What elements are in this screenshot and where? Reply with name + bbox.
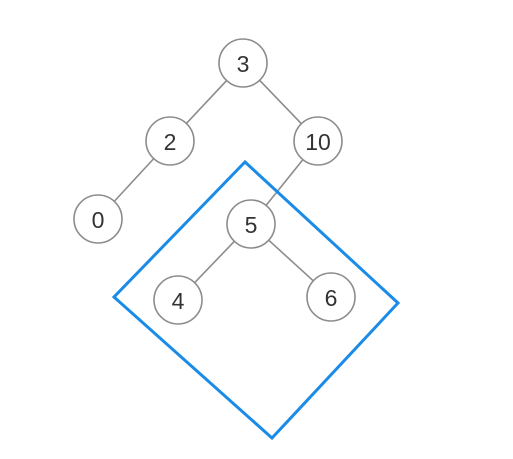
subtree-highlight-diamond — [111, 159, 401, 441]
tree-node-4: 4 — [153, 275, 203, 325]
tree-node-3: 3 — [218, 38, 268, 88]
tree-node-0: 0 — [73, 194, 123, 244]
edges-layer — [113, 79, 314, 284]
edge-10-5 — [265, 159, 304, 206]
node-circle — [306, 272, 356, 322]
edge-3-10 — [259, 79, 302, 125]
node-circle — [218, 38, 268, 88]
node-circle — [153, 275, 203, 325]
node-circle — [293, 116, 343, 166]
node-label: 2 — [164, 129, 177, 155]
node-label: 10 — [305, 129, 331, 155]
node-circle — [145, 116, 195, 166]
tree-node-10: 10 — [293, 116, 343, 166]
tree-node-2: 2 — [145, 116, 195, 166]
node-label: 5 — [245, 212, 258, 238]
edge-5-4 — [194, 240, 235, 284]
tree-node-5: 5 — [226, 199, 276, 249]
node-label: 0 — [92, 207, 105, 233]
edge-3-2 — [185, 79, 228, 125]
node-label: 4 — [172, 288, 185, 314]
node-label: 6 — [325, 285, 338, 311]
nodes-layer: 3 2 10 0 5 4 6 — [73, 38, 356, 325]
tree-node-6: 6 — [306, 272, 356, 322]
node-label: 3 — [237, 51, 250, 77]
edge-2-0 — [113, 158, 155, 202]
node-circle — [73, 194, 123, 244]
edge-5-6 — [268, 239, 314, 282]
node-circle — [226, 199, 276, 249]
